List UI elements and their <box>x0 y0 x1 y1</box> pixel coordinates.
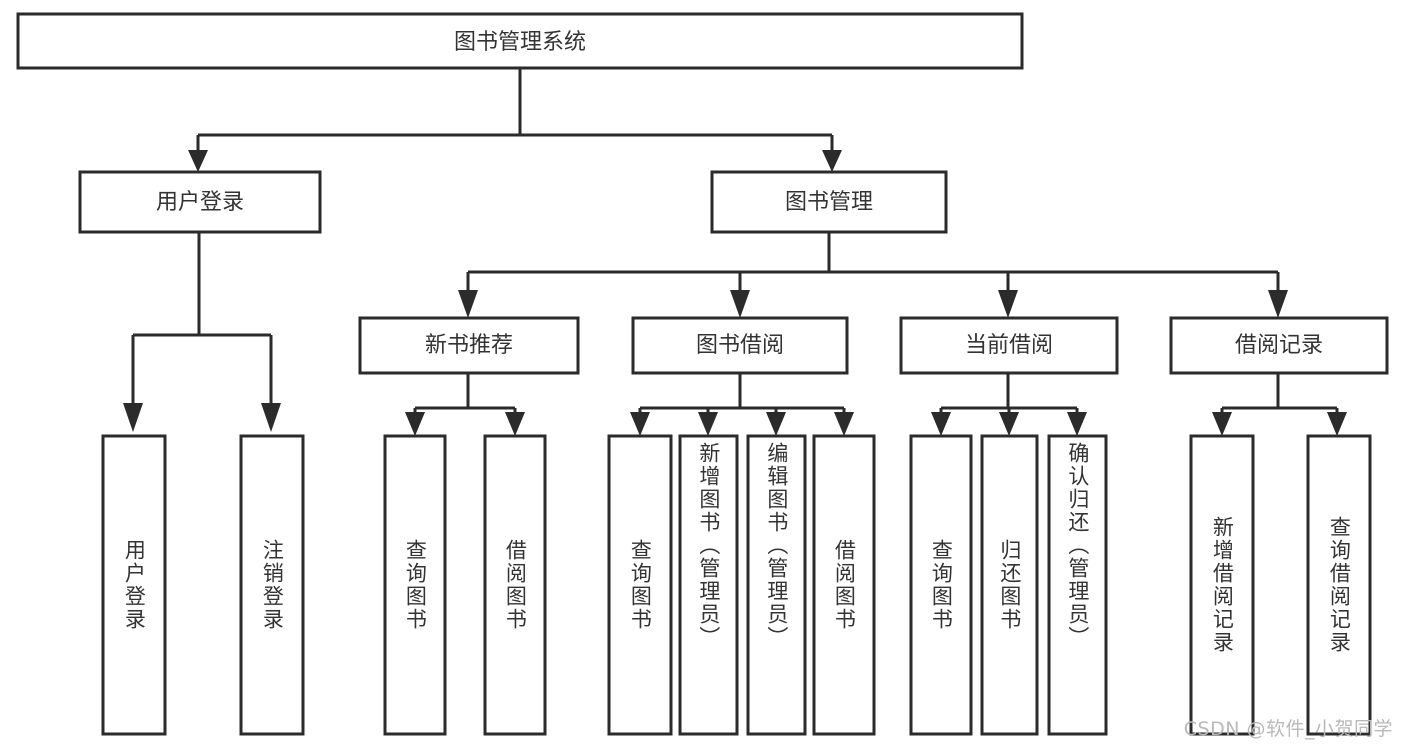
node-new-book-recommend[interactable]: 新书推荐 <box>358 316 580 375</box>
arrow-head-borrow-leaf-4 <box>834 412 854 436</box>
node-user-login-box[interactable] <box>78 170 322 234</box>
node-new-book-recommend-label: 新书推荐 <box>425 333 513 358</box>
arrow-head-record-leaf-1 <box>1212 412 1232 436</box>
node-new-book-recommend-box[interactable] <box>358 316 580 375</box>
leaf-box-query-book-recommend[interactable] <box>383 434 447 736</box>
node-root-system-box[interactable] <box>16 12 1024 70</box>
leaf-box-add-book-admin[interactable] <box>678 434 739 736</box>
node-book-management-label: 图书管理 <box>785 190 873 215</box>
arrow-head-recommend-leaf-1 <box>405 412 425 436</box>
arrow-head-current-leaf-1 <box>931 412 951 436</box>
node-book-management[interactable]: 图书管理 <box>710 170 948 234</box>
arrow-head-record-leaf-2 <box>1327 412 1347 436</box>
arrow-head-borrow-leaf-2 <box>698 412 718 436</box>
arrow-head-leaf-logout <box>261 403 281 432</box>
leaf-box-query-borrow-record[interactable] <box>1306 434 1372 736</box>
node-current-borrow[interactable]: 当前借阅 <box>899 316 1119 375</box>
leaf-box-borrow-book-recommend[interactable] <box>483 434 547 736</box>
node-book-borrow-label: 图书借阅 <box>696 333 784 358</box>
node-borrow-record-label: 借阅记录 <box>1235 333 1323 358</box>
leaf-box-borrow-book[interactable] <box>812 434 876 736</box>
node-borrow-record-box[interactable] <box>1169 316 1389 375</box>
arrow-head-current-leaf-3 <box>1067 412 1087 436</box>
node-user-login[interactable]: 用户登录 <box>78 170 322 234</box>
node-current-borrow-label: 当前借阅 <box>965 333 1053 358</box>
arrow-head-borrow-leaf-3 <box>766 412 786 436</box>
leaf-box-user-login[interactable] <box>101 434 167 736</box>
node-root-system[interactable]: 图书管理系统 <box>16 12 1024 70</box>
leaf-box-add-borrow-record[interactable] <box>1189 434 1255 736</box>
leaf-box-logout[interactable] <box>239 434 305 736</box>
arrow-head-current-borrow <box>998 290 1018 318</box>
arrow-head-current-leaf-2 <box>999 412 1019 436</box>
node-current-borrow-box[interactable] <box>899 316 1119 375</box>
csdn-watermark: CSDN @软件_小贺同学 <box>1183 718 1393 740</box>
arrow-head-to-user-login <box>188 150 208 172</box>
arrow-head-leaf-user-login <box>123 403 143 432</box>
leaf-box-query-book-borrow[interactable] <box>607 434 673 736</box>
node-user-login-label: 用户登录 <box>156 190 244 215</box>
arrow-head-book-borrow <box>730 290 750 318</box>
arrow-head-borrow-record <box>1268 290 1288 318</box>
leaf-box-edit-book-admin[interactable] <box>746 434 807 736</box>
node-borrow-record[interactable]: 借阅记录 <box>1169 316 1389 375</box>
leaf-box-confirm-return-admin[interactable] <box>1047 434 1108 736</box>
connector-layer <box>123 68 1347 436</box>
node-root-system-label: 图书管理系统 <box>454 30 586 55</box>
node-book-borrow-box[interactable] <box>631 316 849 375</box>
leaf-box-query-book-current[interactable] <box>909 434 973 736</box>
arrow-head-to-book-management <box>822 150 842 172</box>
leaf-boxes-layer <box>101 434 1372 736</box>
arrow-head-new-book-recommend <box>458 290 478 318</box>
node-book-management-box[interactable] <box>710 170 948 234</box>
leaf-box-return-book[interactable] <box>980 434 1039 736</box>
arrow-head-recommend-leaf-2 <box>505 412 525 436</box>
node-book-borrow[interactable]: 图书借阅 <box>631 316 849 375</box>
arrow-head-borrow-leaf-1 <box>630 412 650 436</box>
